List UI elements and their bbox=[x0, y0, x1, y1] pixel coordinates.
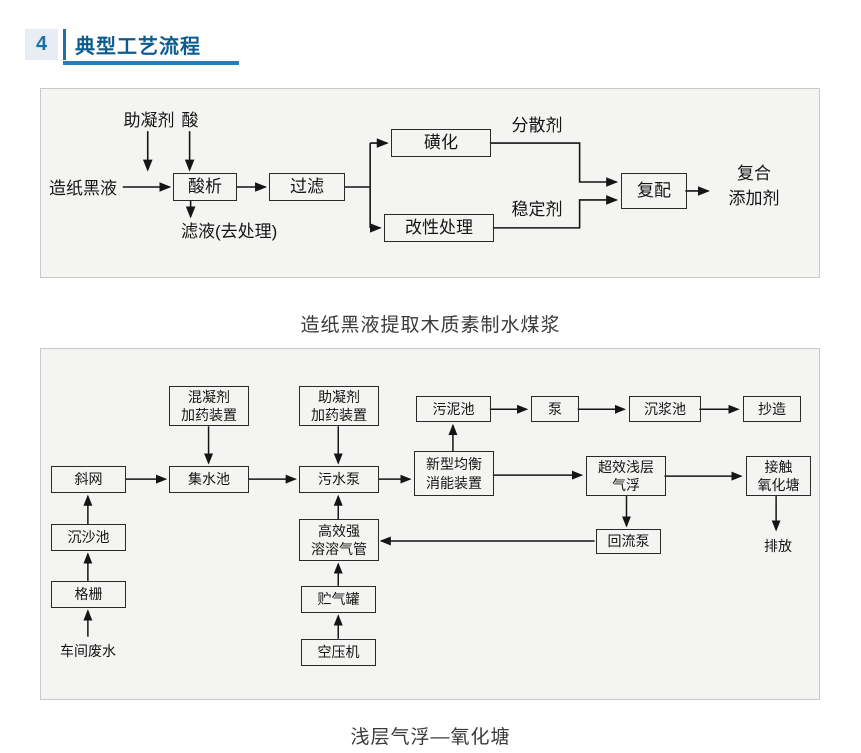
node-shallow-air-flotation: 超效浅层 气浮 bbox=[586, 456, 666, 496]
node-sulfonation: 磺化 bbox=[391, 129, 491, 157]
caption-diagram2: 浅层气浮—氧化塘 bbox=[350, 727, 511, 748]
node-coagulant-aid-doser: 助凝剂 加药装置 bbox=[299, 386, 379, 426]
node-coagulant-doser: 混凝剂 加药装置 bbox=[169, 386, 249, 426]
node-grille: 格栅 bbox=[51, 581, 126, 608]
label-filtrate: 滤液(去处理) bbox=[181, 222, 278, 241]
node-return-pump: 回流泵 bbox=[596, 529, 661, 554]
caption-diagram1: 造纸黑液提取木质素制水煤浆 bbox=[300, 315, 561, 336]
section-header: 4 典型工艺流程 bbox=[25, 28, 201, 60]
diagram-air-flotation: 混凝剂 加药装置 助凝剂 加药装置 污泥池 泵 沉浆池 抄造 斜网 集水池 污水… bbox=[40, 348, 820, 700]
node-contact-oxidation-pond: 接触 氧化塘 bbox=[746, 456, 811, 496]
node-acid-precipitation: 酸析 bbox=[173, 173, 237, 201]
node-dissolved-air-unit: 高效强 溶溶气管 bbox=[299, 519, 379, 561]
label-acid: 酸 bbox=[181, 111, 199, 130]
node-air-storage-tank: 贮气罐 bbox=[301, 586, 376, 613]
node-sand-settling-pond: 沉沙池 bbox=[51, 524, 126, 551]
label-dispersant: 分散剂 bbox=[511, 116, 563, 135]
node-papermaking: 抄造 bbox=[743, 396, 801, 422]
label-black-liquor: 造纸黑液 bbox=[49, 179, 117, 198]
header-underline bbox=[63, 61, 239, 65]
node-air-compressor: 空压机 bbox=[301, 639, 376, 666]
header-divider bbox=[63, 28, 66, 60]
section-number: 4 bbox=[25, 28, 58, 60]
node-compounding: 复配 bbox=[621, 173, 687, 209]
node-collecting-pond: 集水池 bbox=[169, 466, 249, 493]
section-title: 典型工艺流程 bbox=[75, 35, 201, 58]
node-sludge-pond: 污泥池 bbox=[416, 396, 491, 422]
label-workshop-wastewater: 车间废水 bbox=[60, 643, 116, 659]
node-sewage-pump: 污水泵 bbox=[299, 466, 379, 493]
diagram-black-liquor: 助凝剂 酸 造纸黑液 酸析 过滤 滤液(去处理) 磺化 改性处理 分散剂 稳定剂… bbox=[40, 88, 820, 278]
node-filtration: 过滤 bbox=[269, 173, 345, 201]
node-pump: 泵 bbox=[531, 396, 579, 422]
label-stabilizer: 稳定剂 bbox=[511, 200, 563, 219]
node-slurry-settling-pond: 沉浆池 bbox=[629, 396, 701, 422]
label-discharge: 排放 bbox=[764, 538, 792, 554]
label-coagulant-aid: 助凝剂 bbox=[123, 111, 175, 130]
node-energy-dissipation-device: 新型均衡 消能装置 bbox=[414, 451, 494, 496]
node-modification: 改性处理 bbox=[384, 214, 494, 242]
node-inclined-screen: 斜网 bbox=[51, 466, 126, 493]
label-composite-additive: 复合 添加剂 bbox=[728, 164, 780, 208]
